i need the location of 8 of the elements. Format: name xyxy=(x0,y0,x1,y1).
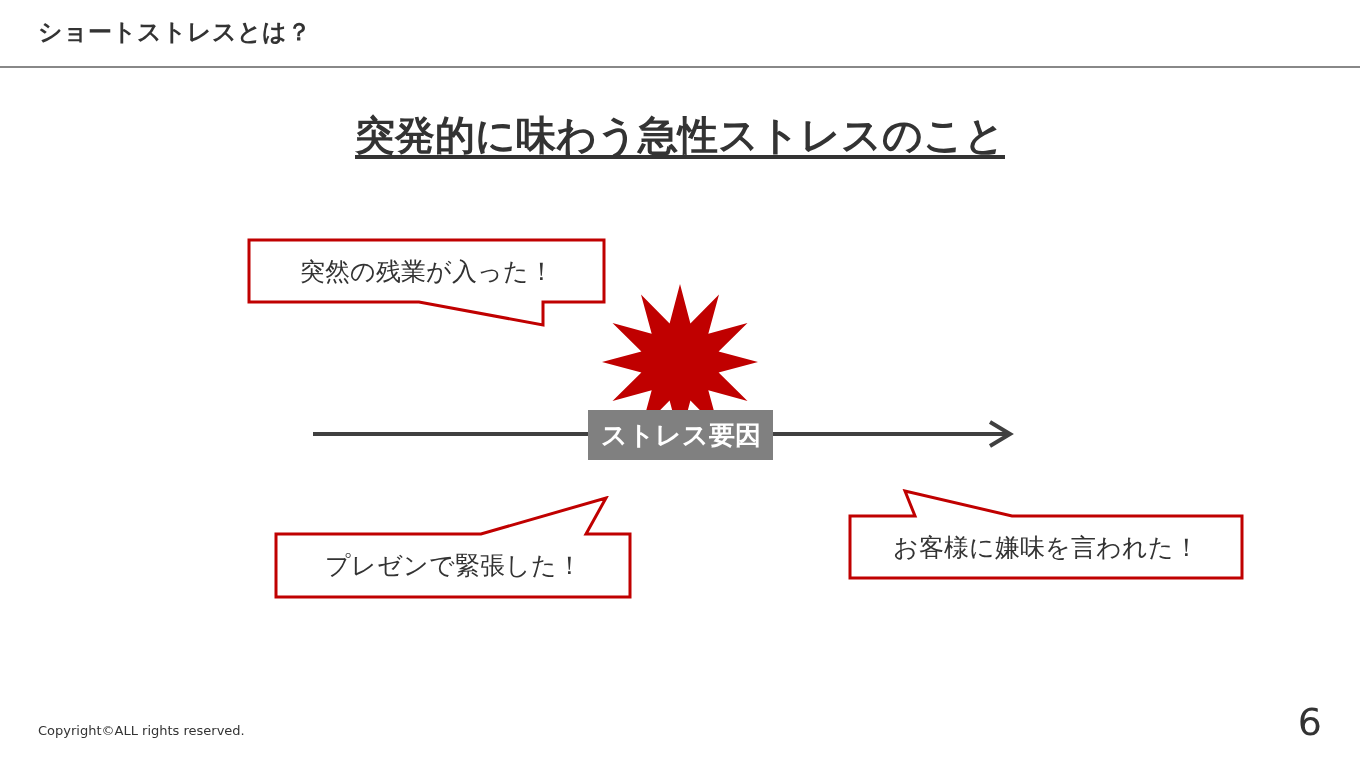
callout-text: プレゼンで緊張した！ xyxy=(324,550,582,582)
slide-title: ショートストレスとは？ xyxy=(38,17,311,48)
subtitle: 突発的に味わう急性ストレスのこと xyxy=(355,112,1005,158)
page-number: 6 xyxy=(1297,700,1322,744)
callout-text: 突然の残業が入った！ xyxy=(299,255,554,288)
callout-text: お客様に嫌味を言われた！ xyxy=(893,531,1199,564)
label-tag: ストレス要因 xyxy=(588,410,773,460)
copyright-note: Copyright©ALL rights reserved. xyxy=(38,723,245,738)
